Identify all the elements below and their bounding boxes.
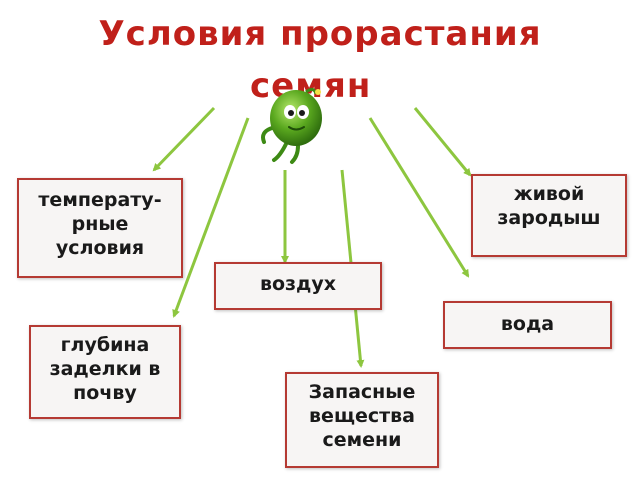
box-depth: глубина заделк­и в почву bbox=[29, 325, 181, 419]
box-depth-label: глубина заделк­и в почву bbox=[49, 334, 161, 404]
arrow-to-temperature bbox=[152, 106, 216, 172]
box-water-label: вода bbox=[500, 313, 555, 335]
box-air-label: воздух bbox=[259, 273, 337, 295]
diagram-title: Условия прорастания bbox=[0, 14, 640, 54]
box-reserves: Запасные вещест­ва семени bbox=[285, 372, 439, 468]
box-water: вода bbox=[443, 301, 612, 349]
box-embryo-label: живой зароды­ш bbox=[497, 183, 601, 229]
box-embryo: живой зароды­ш bbox=[471, 174, 627, 257]
arrow-to-water bbox=[368, 117, 470, 278]
box-temperature-label: температу­рные условия bbox=[38, 189, 162, 259]
arrow-to-depth bbox=[172, 117, 250, 318]
box-reserves-label: Запасные вещест­ва семени bbox=[308, 381, 416, 451]
box-temperature: температу­рные условия bbox=[17, 178, 183, 278]
cartoon-seed-character-icon bbox=[261, 87, 322, 164]
box-air: воздух bbox=[214, 262, 382, 310]
arrow-to-embryo bbox=[413, 107, 472, 177]
title-line-1: Условия прорастания bbox=[98, 14, 542, 54]
